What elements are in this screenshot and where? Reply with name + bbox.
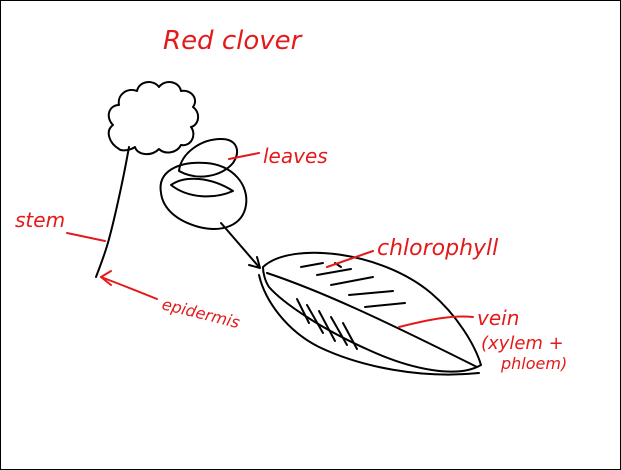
stem (96, 147, 129, 277)
label-vein: vein (477, 306, 519, 330)
label-vein-detail-2: phloem) (500, 354, 567, 373)
stem-pointer (67, 233, 105, 241)
leaves-pointer (229, 153, 259, 159)
vein-pointer (399, 316, 473, 327)
epidermis-pointer (101, 277, 157, 299)
lower-hatch-5 (343, 323, 357, 349)
zoom-arrow (221, 223, 259, 267)
lower-hatch-4 (331, 317, 347, 345)
lower-leaf-inner (171, 179, 233, 197)
upper-hatch-2 (317, 269, 351, 275)
upper-hatch-4 (349, 291, 393, 295)
enlarged-leaf-lower-edge (259, 275, 479, 375)
label-leaves: leaves (263, 144, 328, 168)
label-vein-detail-1: (xylem + (481, 333, 564, 354)
diagram-title: Red clover (163, 26, 304, 56)
upper-hatch-5 (365, 303, 405, 307)
flower-head (109, 82, 198, 154)
label-stem: stem (15, 208, 65, 232)
label-chlorophyll: chlorophyll (377, 236, 498, 261)
upper-hatch-1 (301, 263, 323, 267)
upper-hatch-3 (331, 277, 373, 285)
label-epidermis: epidermis (160, 294, 242, 332)
leaf-midrib (267, 273, 477, 367)
